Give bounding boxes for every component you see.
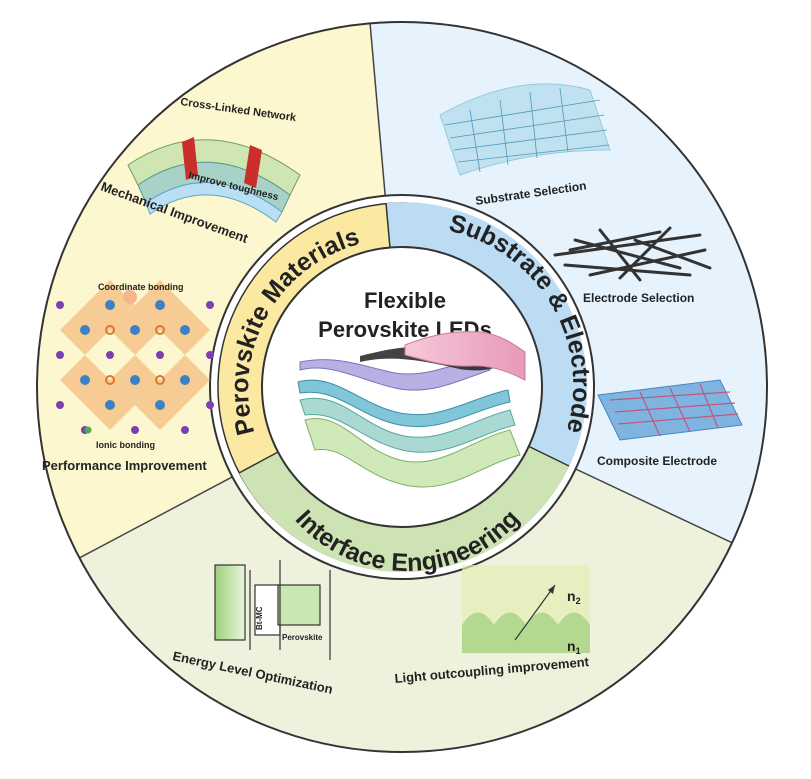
outer-ring — [36, 21, 768, 753]
perovskite-layer-label: Perovskite — [282, 633, 323, 642]
graphene-substrate-illustration — [439, 83, 611, 176]
performance-improvement-label: Performance Improvement — [42, 458, 207, 473]
n2-label: n2 — [567, 588, 581, 606]
center-title-line1: Flexible — [364, 288, 446, 313]
light-outcoupling-illustration — [462, 565, 590, 653]
flexible-led-stack-illustration — [297, 331, 526, 488]
composite-electrode-label: Composite Electrode — [597, 454, 717, 468]
btlmc-layer-label: Bt-MC — [255, 606, 264, 630]
n1-label: n1 — [567, 638, 581, 656]
composite-electrode-illustration — [597, 379, 743, 441]
ionic-bonding-label: Ionic bonding — [96, 440, 155, 450]
electrode-selection-label: Electrode Selection — [583, 291, 694, 305]
perovskite-lattice-illustration — [56, 280, 214, 434]
mechanical-illustration — [127, 137, 301, 223]
sector-interface-bg — [37, 387, 767, 752]
coordinate-bonding-label: Coordinate bonding — [98, 282, 184, 292]
nanowire-electrode-illustration — [553, 226, 712, 282]
energy-level-illustration — [214, 560, 331, 660]
